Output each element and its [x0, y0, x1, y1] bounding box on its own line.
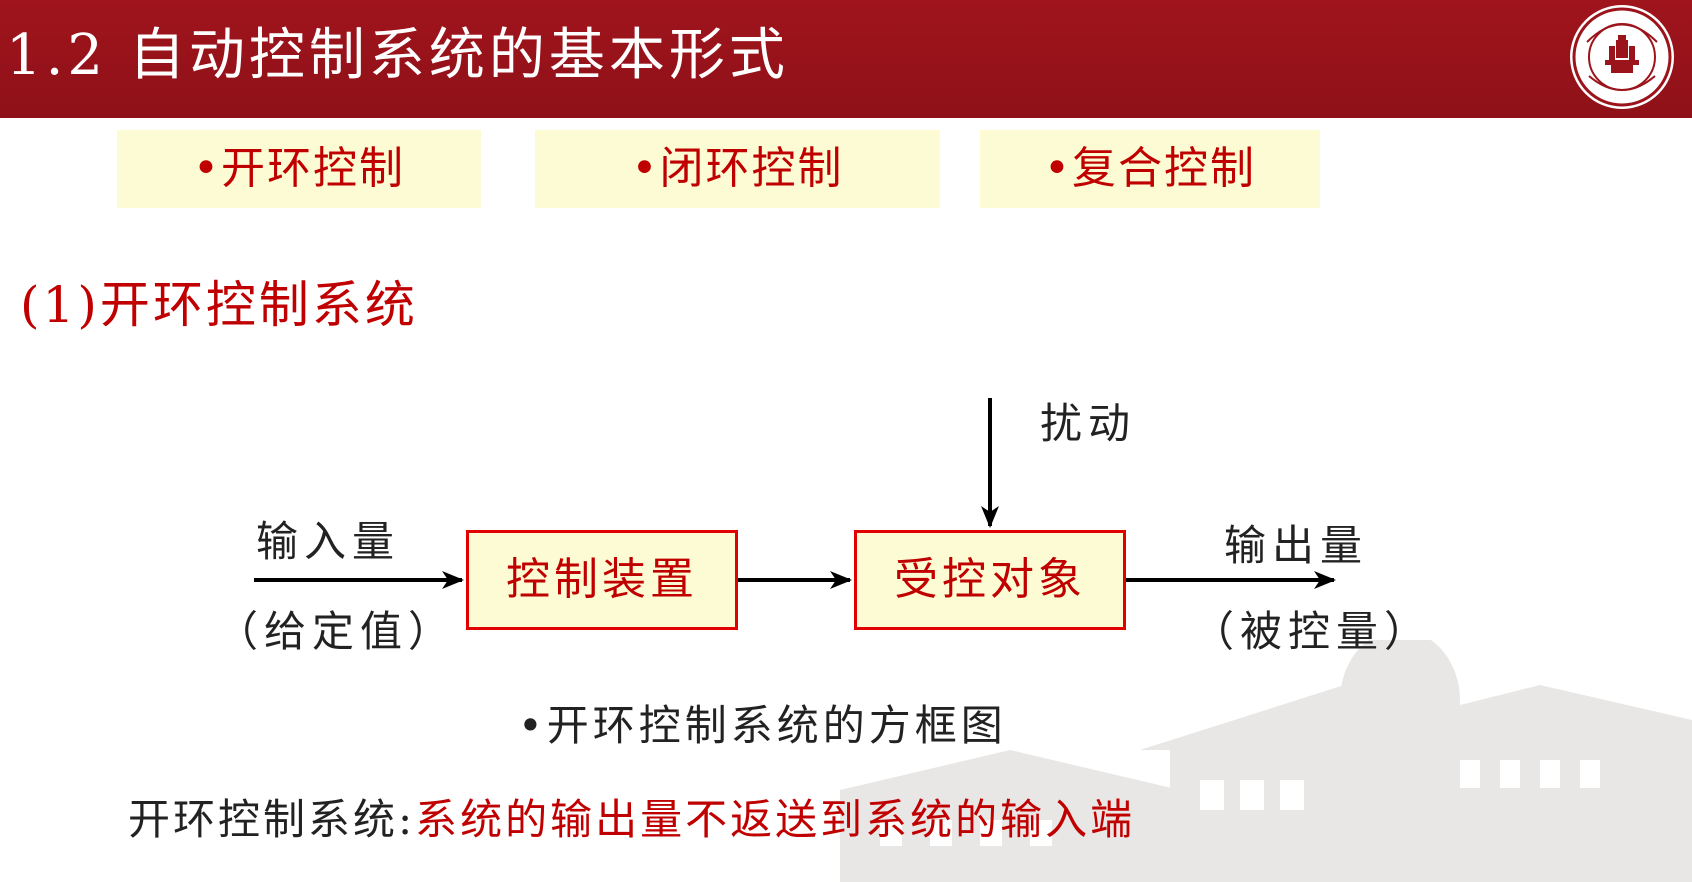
slide-title: 1.2 自动控制系统的基本形式: [6, 23, 789, 88]
diagram-caption: •开环控制系统的方框图: [518, 701, 1007, 750]
closed-loop-control-box: •闭环控制: [535, 130, 940, 208]
controlled-object-block: 受控对象: [854, 530, 1126, 630]
definition-line: 开环控制系统:系统的输出量不返送到系统的输入端: [128, 792, 1135, 848]
definition-body: 系统的输出量不返送到系统的输入端: [415, 795, 1136, 844]
section-heading: (1)开环控制系统: [20, 276, 418, 334]
definition-term: 开环控制系统:: [128, 795, 416, 844]
output-sublabel: （被控量）: [1192, 607, 1433, 656]
disturbance-label: 扰动: [1040, 399, 1137, 448]
university-seal-logo: [1570, 5, 1674, 109]
campus-building-background: [840, 640, 1692, 882]
open-loop-control-box: •开环控制: [117, 130, 481, 208]
slide-header: 1.2 自动控制系统的基本形式: [0, 0, 1692, 118]
input-sublabel: （给定值）: [216, 607, 457, 656]
controller-block: 控制装置: [466, 530, 738, 630]
input-label: 输入量: [256, 517, 401, 566]
output-label: 输出量: [1224, 521, 1369, 570]
compound-control-box: •复合控制: [980, 130, 1320, 208]
